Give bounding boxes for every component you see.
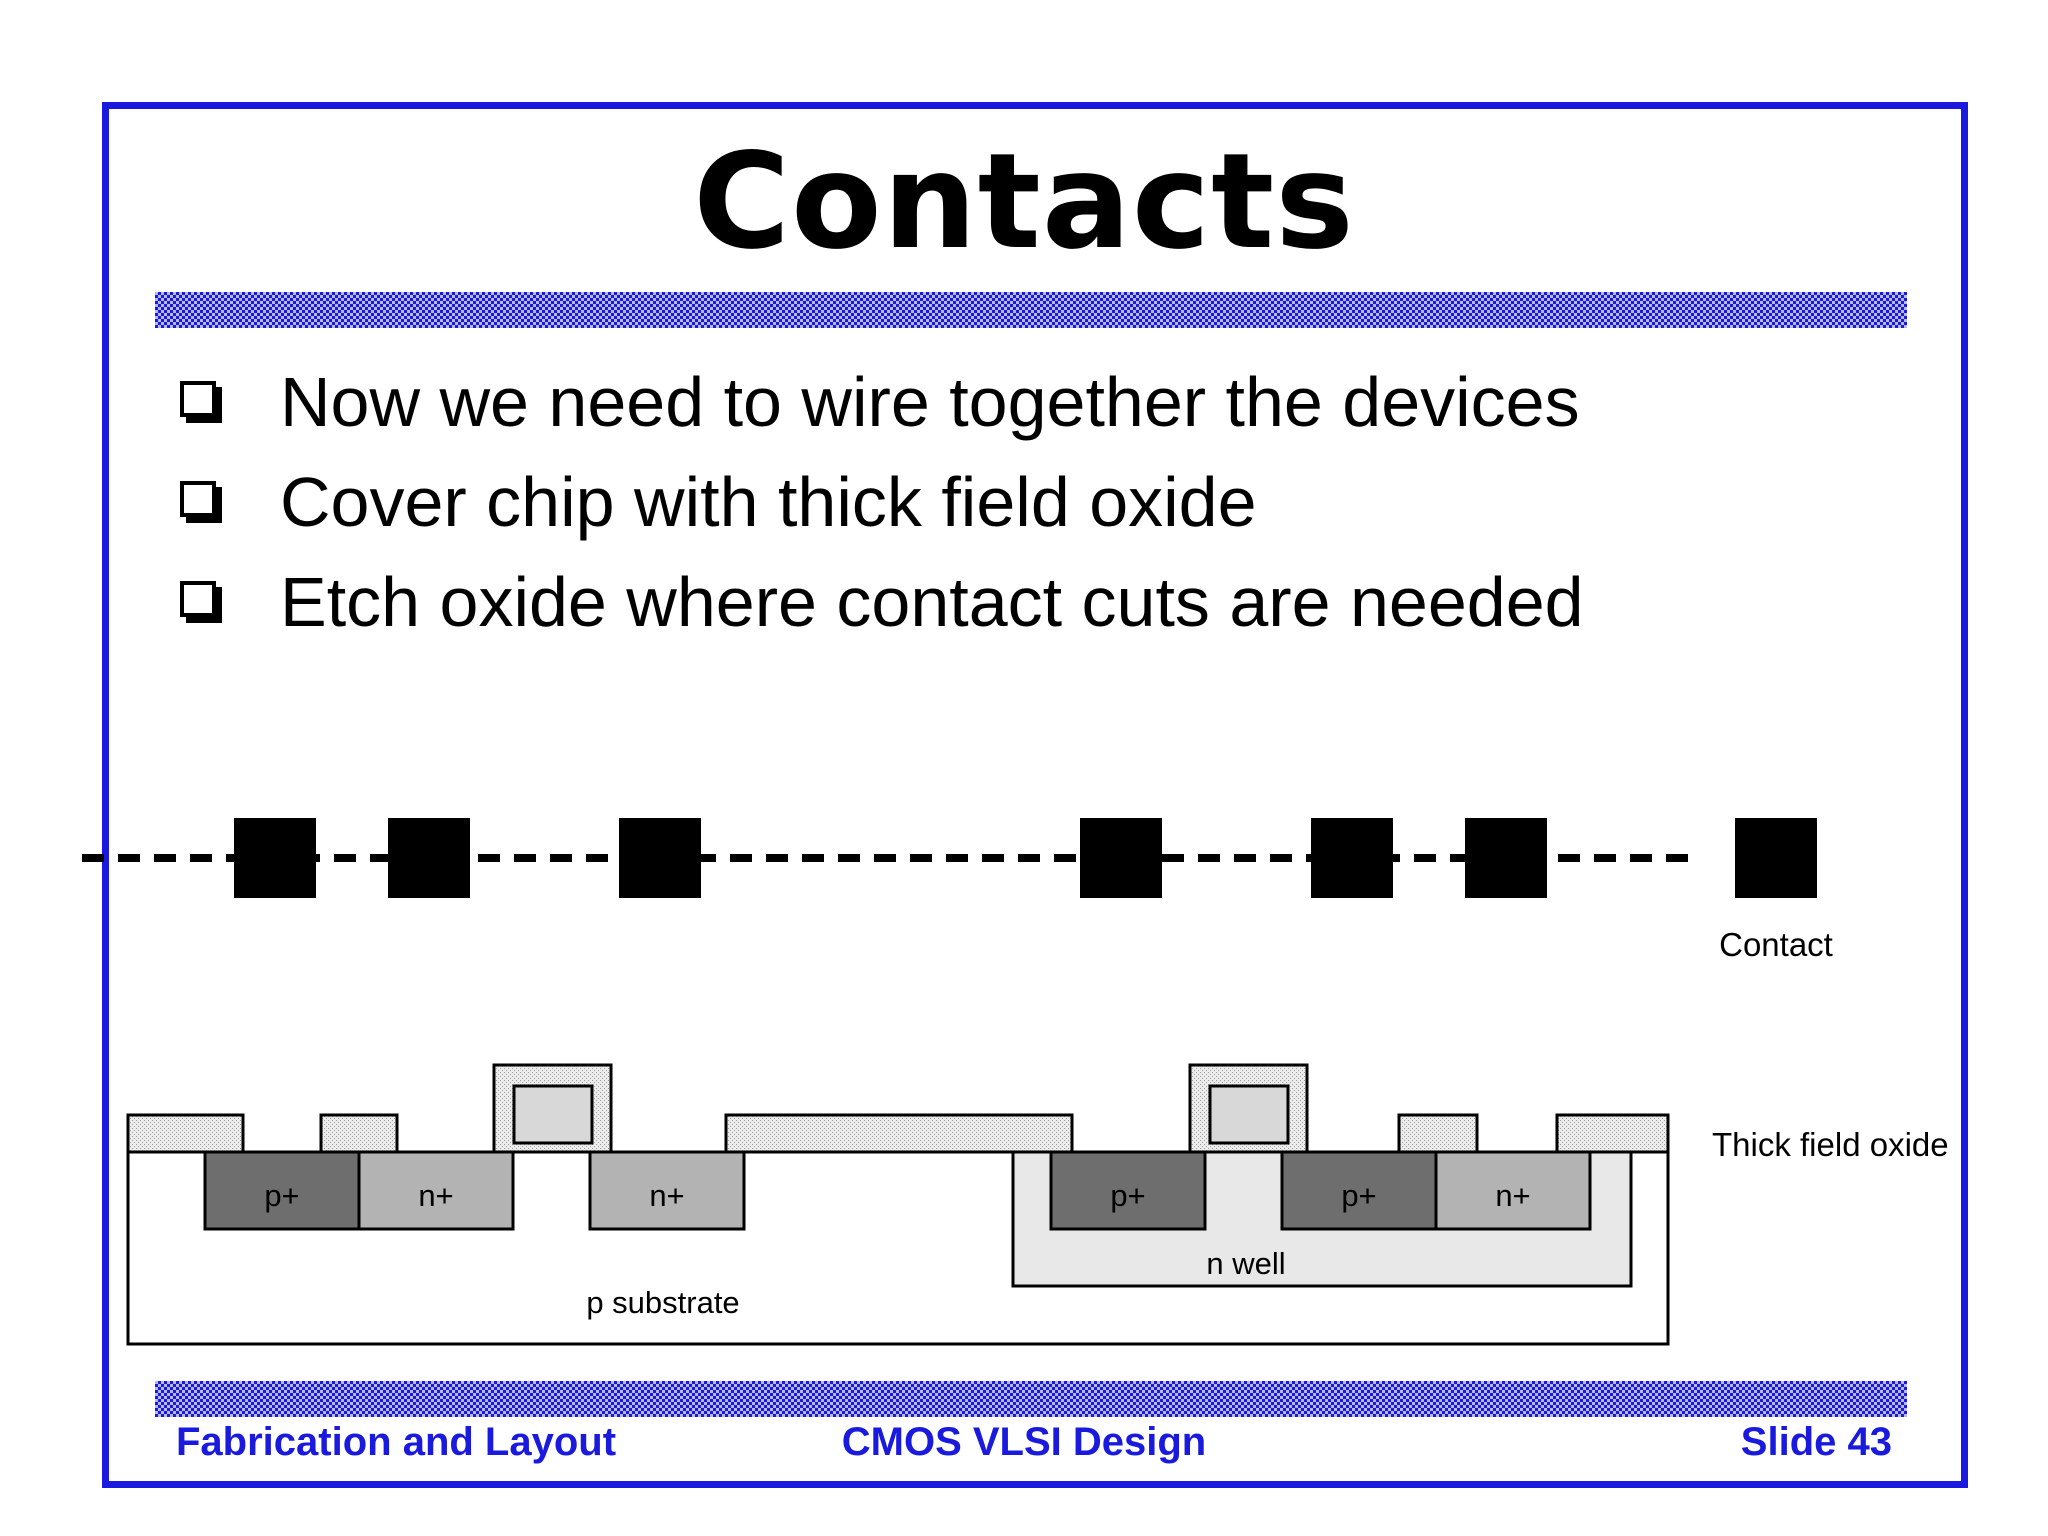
n-plus-label: n+ bbox=[1495, 1178, 1530, 1213]
contact-square bbox=[1465, 818, 1547, 898]
bullet-text: Now we need to wire together the devices bbox=[280, 363, 1580, 441]
n-plus-label: n+ bbox=[649, 1178, 684, 1213]
slide-frame bbox=[102, 102, 1968, 1488]
slide-title: Contacts bbox=[693, 125, 1355, 279]
footer-divider-bar bbox=[155, 1381, 1907, 1417]
contact-square bbox=[619, 818, 701, 898]
p-plus-label: p+ bbox=[264, 1178, 299, 1213]
footer-slide-number: Slide 43 bbox=[1740, 1420, 1892, 1464]
p-plus-label: p+ bbox=[1341, 1178, 1376, 1213]
field-oxide-segment bbox=[1555, 1113, 1670, 1154]
contact-square bbox=[1080, 818, 1162, 898]
bullet-list: Now we need to wire together the devices… bbox=[180, 352, 1584, 652]
field-oxide-segment bbox=[126, 1113, 245, 1154]
n-well-label: n well bbox=[1206, 1246, 1285, 1281]
p-plus-diffusion bbox=[1280, 1150, 1438, 1231]
bullet-text: Etch oxide where contact cuts are needed bbox=[280, 563, 1584, 641]
contact-square bbox=[1311, 818, 1393, 898]
bullet-item: Cover chip with thick field oxide bbox=[180, 452, 1584, 552]
contact-legend-label: Contact bbox=[1719, 926, 1833, 963]
p-plus-diffusion bbox=[1049, 1150, 1207, 1231]
p-plus-diffusion bbox=[203, 1150, 361, 1231]
footer-course-section: Fabrication and Layout bbox=[176, 1420, 617, 1464]
footer-course-title: CMOS VLSI Design bbox=[841, 1420, 1207, 1464]
n-plus-diffusion bbox=[588, 1150, 746, 1231]
bullet-item: Now we need to wire together the devices bbox=[180, 352, 1584, 452]
p-substrate-label: p substrate bbox=[586, 1285, 739, 1320]
field-oxide-segment bbox=[724, 1113, 1074, 1154]
polysilicon-gate bbox=[512, 1084, 594, 1145]
checkbox-bullet-icon bbox=[180, 481, 222, 523]
bullet-text: Cover chip with thick field oxide bbox=[280, 463, 1257, 541]
field-oxide-segment bbox=[319, 1113, 399, 1154]
field-oxide-legend-label: Thick field oxide bbox=[1712, 1126, 1949, 1163]
bullet-item: Etch oxide where contact cuts are needed bbox=[180, 552, 1584, 652]
n-plus-label: n+ bbox=[418, 1178, 453, 1213]
contact-square bbox=[388, 818, 470, 898]
contact-legend-square bbox=[1735, 818, 1817, 898]
p-plus-label: p+ bbox=[1110, 1178, 1145, 1213]
polysilicon-gate bbox=[1208, 1084, 1290, 1145]
title-divider-bar bbox=[155, 292, 1907, 328]
n-plus-diffusion bbox=[1434, 1150, 1592, 1231]
field-oxide-segment bbox=[1397, 1113, 1479, 1154]
n-plus-diffusion bbox=[357, 1150, 515, 1231]
checkbox-bullet-icon bbox=[180, 381, 222, 423]
checkbox-bullet-icon bbox=[180, 581, 222, 623]
contact-square bbox=[234, 818, 316, 898]
